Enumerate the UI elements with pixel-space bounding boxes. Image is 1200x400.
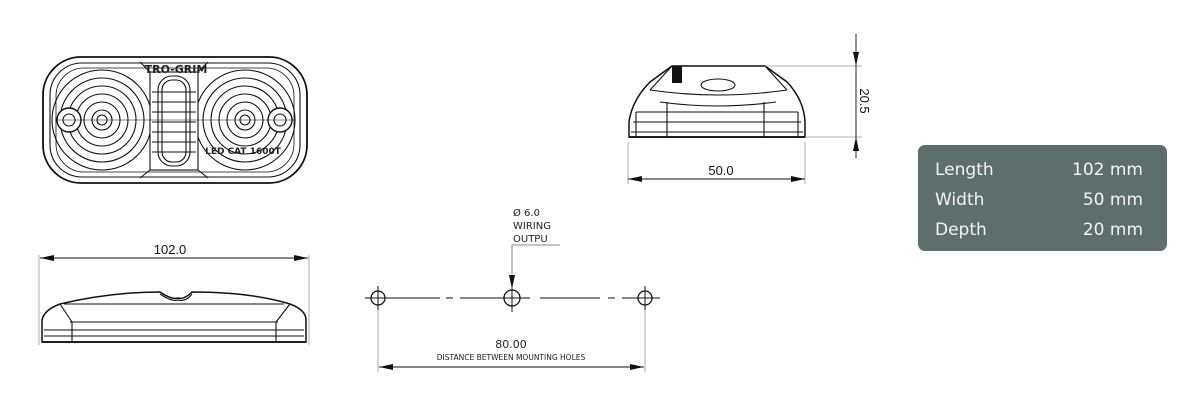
- spec-label: Width: [935, 190, 985, 210]
- end-view: [627, 34, 862, 184]
- hole-note-diameter: Ø 6.0: [513, 207, 540, 219]
- spec-label: Depth: [935, 220, 987, 240]
- side-view: [38, 255, 310, 345]
- center-led-strip: [139, 61, 209, 179]
- hole-note-wiring: WIRING: [513, 221, 551, 232]
- hole-spacing-label: DISTANCE BETWEEN MOUNTING HOLES: [437, 353, 586, 362]
- spec-row-depth: Depth 20 mm: [935, 215, 1143, 245]
- spec-value: 20 mm: [1082, 220, 1143, 240]
- specifications-panel: Length 102 mm Width 50 mm Depth 20 mm: [918, 145, 1167, 251]
- mounting-holes-view: [365, 244, 660, 372]
- spec-value: 102 mm: [1072, 160, 1143, 180]
- hole-note-output: OUTPU: [513, 234, 548, 245]
- front-label-bottom: LED CAT 1600T: [205, 147, 282, 157]
- height-dimension: 20.5: [857, 88, 872, 113]
- spec-row-length: Length 102 mm: [935, 155, 1143, 185]
- hole-spacing-value: 80.00: [495, 338, 527, 351]
- wiring-hole-icon: [700, 78, 736, 92]
- center-wiring-hole-icon: [503, 286, 521, 312]
- spec-value: 50 mm: [1082, 190, 1143, 210]
- length-dimension: 102.0: [154, 242, 187, 257]
- connector-block: [672, 66, 682, 83]
- spec-row-width: Width 50 mm: [935, 185, 1143, 215]
- spec-label: Length: [935, 160, 994, 180]
- width-dimension: 50.0: [708, 163, 733, 178]
- right-mounting-hole-icon: [637, 286, 653, 310]
- front-label-top: TRO-GRIM: [145, 63, 208, 76]
- left-mounting-hole-icon: [370, 286, 386, 310]
- front-view: [42, 56, 308, 184]
